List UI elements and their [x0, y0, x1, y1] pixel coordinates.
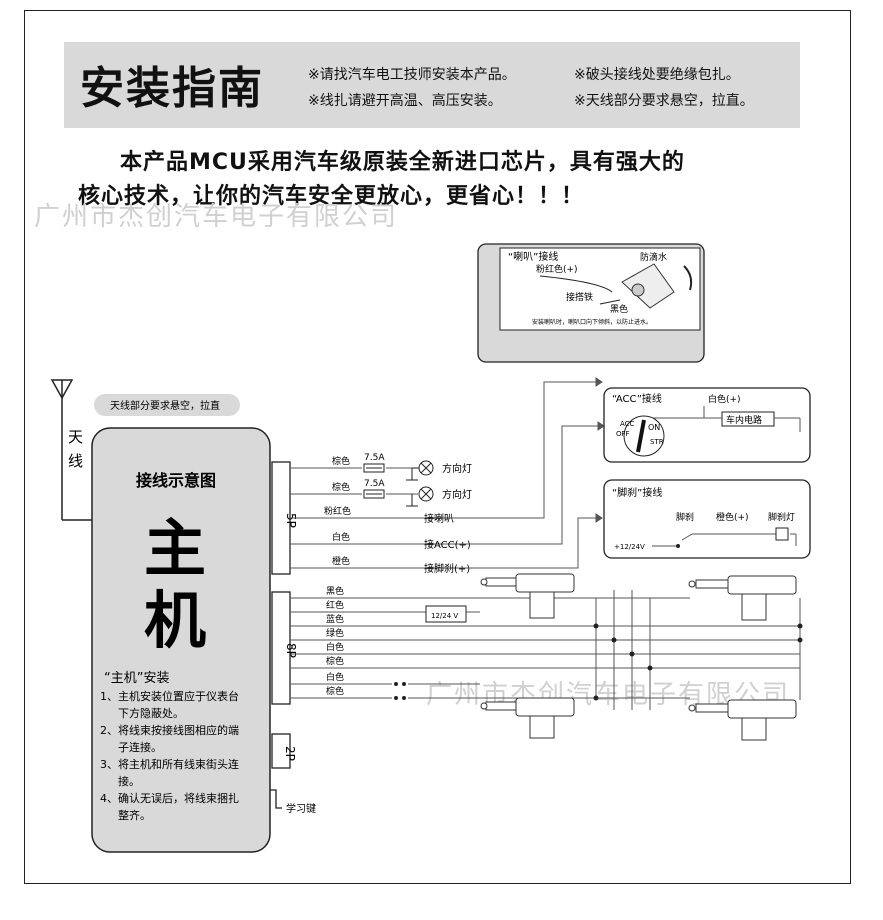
intro-line-1: 本产品MCU采用汽车级原装全新进口芯片，具有强大的: [120, 150, 685, 175]
brake-label: 脚刹: [676, 512, 694, 523]
horn-pink-label: 粉红色(+): [536, 263, 578, 275]
wire-white: 白色: [332, 531, 350, 543]
install-step: 接。: [118, 775, 140, 788]
note-2: ※破头接线处要绝缘包扎。: [574, 67, 740, 83]
watermark-top: 广州市杰创汽车电子有限公司: [34, 202, 399, 232]
ignition-on: ON: [648, 423, 660, 432]
main-unit-char-1: 主: [144, 512, 206, 585]
turn-light-1-label: 方向灯: [442, 462, 472, 475]
wire-8p-label: 蓝色: [326, 613, 344, 625]
wire-brown-2: 棕色: [332, 481, 350, 493]
brake-wiring-box: [603, 479, 811, 559]
turn-lamp-icon: [406, 460, 434, 481]
brake-connection-label: 接脚刹(+): [424, 562, 470, 575]
install-step: 1、主机安装位置应于仪表台: [100, 689, 239, 703]
wire-brown-1: 棕色: [332, 455, 350, 467]
wire-8p-label: 棕色: [326, 685, 344, 697]
install-step: 2、将线束按接线图相应的端: [100, 723, 239, 737]
note-1: ※请找汽车电工技师安装本产品。: [308, 67, 516, 83]
door-lock-actuator-icon: [688, 699, 797, 741]
wire-orange: 橙色: [332, 555, 350, 567]
power-label: 12/24 V: [431, 612, 458, 620]
antenna-icon: [50, 379, 92, 521]
connector-2p-label: 2P: [283, 746, 297, 761]
acc-white-label: 白色(+): [708, 393, 741, 405]
ignition-acc: ACC: [620, 420, 635, 428]
connector-8p-label: 8P: [284, 643, 298, 658]
power-source-box: [425, 605, 467, 623]
horn-black-label: 黑色: [610, 303, 628, 315]
antenna-label-1: 天: [68, 428, 83, 446]
main-unit-body: [91, 427, 271, 853]
acc-connection-label: 接ACC(+): [424, 538, 471, 551]
brake-orange-label: 橙色(+): [716, 511, 749, 523]
car-circuit-box: [721, 411, 775, 427]
acc-box-title: “ACC”接线: [612, 392, 662, 405]
wire-8p-label: 棕色: [326, 655, 344, 667]
connector-8p: [271, 591, 291, 705]
wire-8p-label: 黑色: [326, 585, 344, 597]
turn-lamp-icon: [406, 486, 434, 507]
door-lock-actuator-icon: [480, 697, 575, 739]
note-4: ※天线部分要求悬空，拉直。: [574, 93, 754, 109]
note-3: ※线扎请避开高温、高压安装。: [308, 93, 502, 109]
wire-pink: 粉红色: [324, 505, 351, 517]
horn-note: 安装喇叭时，喇叭口向下倾斜，以防止进水。: [532, 318, 652, 326]
install-step: 子连接。: [118, 741, 162, 754]
install-step: 4、确认无误后，将线束捆扎: [100, 791, 239, 805]
fuse-icon: [363, 463, 385, 473]
horn-icon: [621, 263, 693, 309]
page-frame: [24, 10, 851, 884]
learn-key-label: 学习键: [286, 802, 316, 815]
ignition-str: STR: [650, 438, 664, 446]
ignition-off: OFF: [616, 430, 630, 438]
horn-box-title: “喇叭”接线: [508, 250, 558, 263]
page-title: 安装指南: [80, 63, 264, 114]
horn-ground-label: 接搭铁: [566, 291, 593, 303]
fuse-icon: [363, 489, 385, 499]
antenna-label-2: 线: [68, 452, 83, 470]
install-step: 整齐。: [118, 808, 151, 822]
fuse-2-rating: 7.5A: [364, 479, 385, 489]
brake-switch-icon: [676, 544, 680, 548]
wire-8p-label: 白色: [326, 641, 344, 653]
ignition-switch-icon: [623, 415, 665, 457]
connector-5p-label: 5P: [284, 513, 298, 528]
door-lock-actuator-icon: [688, 575, 797, 621]
header-banner: 安装指南 ※请找汽车电工技师安装本产品。 ※破头接线处要绝缘包扎。 ※线扎请避开…: [64, 42, 800, 128]
install-step: 下方隐蔽处。: [118, 706, 184, 720]
install-step: 3、将主机和所有线束街头连: [100, 757, 239, 771]
horn-waterproof: 防滴水: [640, 251, 667, 263]
door-lock-actuator-icon: [480, 573, 575, 619]
horn-connection-label: 接喇叭: [424, 512, 454, 525]
install-title: “主机”安装: [104, 671, 169, 686]
diagram-title: 接线示意图: [136, 471, 216, 490]
wire-8p-label: 绿色: [326, 627, 344, 639]
brake-voltage: +12/24V: [614, 543, 645, 551]
brake-light-icon: [775, 527, 789, 541]
brake-light-label: 脚刹灯: [768, 512, 795, 523]
wire-8p-label: 红色: [326, 599, 344, 611]
antenna-hint: 天线部分要求悬空，拉直: [110, 399, 220, 412]
main-unit-char-2: 机: [144, 584, 206, 657]
intro-line-2: 核心技术，让你的汽车安全更放心，更省心！！！: [78, 184, 585, 209]
antenna-hint-bubble: [94, 394, 240, 416]
connector-2p: [271, 733, 291, 769]
turn-light-2-label: 方向灯: [442, 488, 472, 501]
car-circuit-label: 车内电路: [726, 414, 762, 426]
brake-box-title: “脚刹”接线: [612, 486, 662, 499]
wire-8p-label: 白色: [326, 671, 344, 683]
fuse-1-rating: 7.5A: [364, 453, 385, 463]
